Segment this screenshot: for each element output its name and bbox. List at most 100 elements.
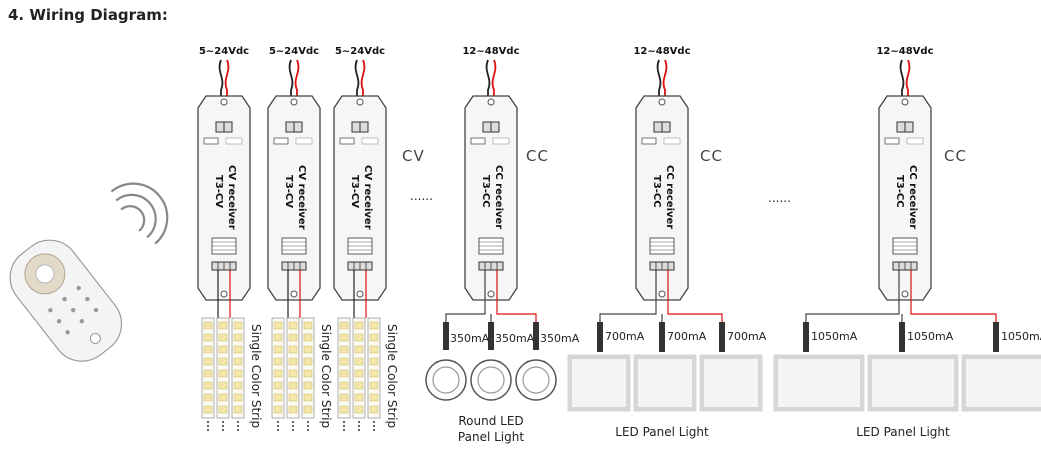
led-chip [354,381,364,390]
supply-voltage-label: 12~48Vdc [462,46,519,57]
led-chip [288,381,298,390]
round-panel-caption: Round LED [458,414,523,428]
receiver-housing [878,95,932,301]
continuation-dot [307,421,309,423]
led-chip [218,333,228,342]
current-label: 700mA [727,330,767,343]
model-code: T3-CV [283,175,294,208]
spec-label [339,137,355,145]
led-chip [233,381,243,390]
continuation-dot [222,425,224,427]
model-code: T3-CC [894,175,905,208]
led-chip [233,405,243,414]
led-strip [367,317,381,419]
led-chip [273,345,283,354]
lead-cable [803,322,809,352]
led-chip [288,405,298,414]
led-chip [354,333,364,342]
mount-hole-bottom [901,290,909,298]
led-chip [339,393,349,402]
led-chip [354,345,364,354]
strip-label: Single Color Strip [385,324,399,428]
strip-label: Single Color Strip [249,324,263,428]
led-chip [354,321,364,330]
receiver-housing [635,95,689,301]
round-led-lens [522,366,550,394]
led-chip [233,369,243,378]
led-chip [233,333,243,342]
continuation-dot [207,421,209,423]
type-label: CC [944,147,967,165]
type-label: CC [700,147,723,165]
mount-hole-bottom [220,290,228,298]
spec-label [225,137,243,145]
round-led-lens [432,366,460,394]
mount-hole-top [901,98,909,106]
led-chip [339,405,349,414]
led-chip [288,345,298,354]
receiver-housing [464,95,518,301]
continuation-dot [207,429,209,431]
spec-label [273,137,289,145]
spec-label [203,137,219,145]
model-name: CC receiver [664,165,675,229]
led-chip [354,405,364,414]
led-chip [303,381,313,390]
continuation-dot [237,425,239,427]
red-wire [662,59,668,128]
continuation-dot [373,421,375,423]
led-chip [233,393,243,402]
led-panel-surface [638,359,692,407]
mount-hole-top [487,98,495,106]
led-chip [339,321,349,330]
section-heading: 4. Wiring Diagram: [8,6,168,24]
remote-key-icon [93,307,99,313]
spec-label [361,137,379,145]
continuation-dot [277,425,279,427]
mount-hole-bottom [487,290,495,298]
mount-hole-top [290,98,298,106]
signal-wave-icon [110,182,169,245]
continuation-dot [373,429,375,431]
red-wire [491,59,497,128]
led-chip [369,345,379,354]
current-label: 350mA [540,332,580,345]
led-chip [273,381,283,390]
led-chip [218,357,228,366]
current-label: 1050mA [1001,330,1041,343]
continuation-dot [292,425,294,427]
spec-label [663,137,681,145]
led-chip [203,405,213,414]
black-wire [656,59,662,128]
led-chip [288,321,298,330]
continuation-dot [277,429,279,431]
spec-label [884,137,900,145]
mount-hole-bottom [356,290,364,298]
led-chip [203,321,213,330]
panel-caption: LED Panel Light [615,425,709,439]
model-code: T3-CV [213,175,224,208]
continuation-ellipsis: ...... [768,191,791,205]
model-name: CV receiver [296,165,307,230]
spec-label [470,137,486,145]
remote-key-icon [79,318,85,324]
led-chip [203,333,213,342]
led-chip [218,321,228,330]
led-chip [354,357,364,366]
current-label: 1050mA [907,330,954,343]
led-chip [203,345,213,354]
remote-key-icon [76,285,81,291]
led-panel-surface [572,359,626,407]
led-chip [288,333,298,342]
continuation-dot [292,429,294,431]
remote-power-icon [89,333,101,345]
led-chip [303,357,313,366]
led-chip [218,393,228,402]
led-chip [203,357,213,366]
led-strip [201,317,215,419]
led-strip-group: Single Color Strip [271,270,333,431]
